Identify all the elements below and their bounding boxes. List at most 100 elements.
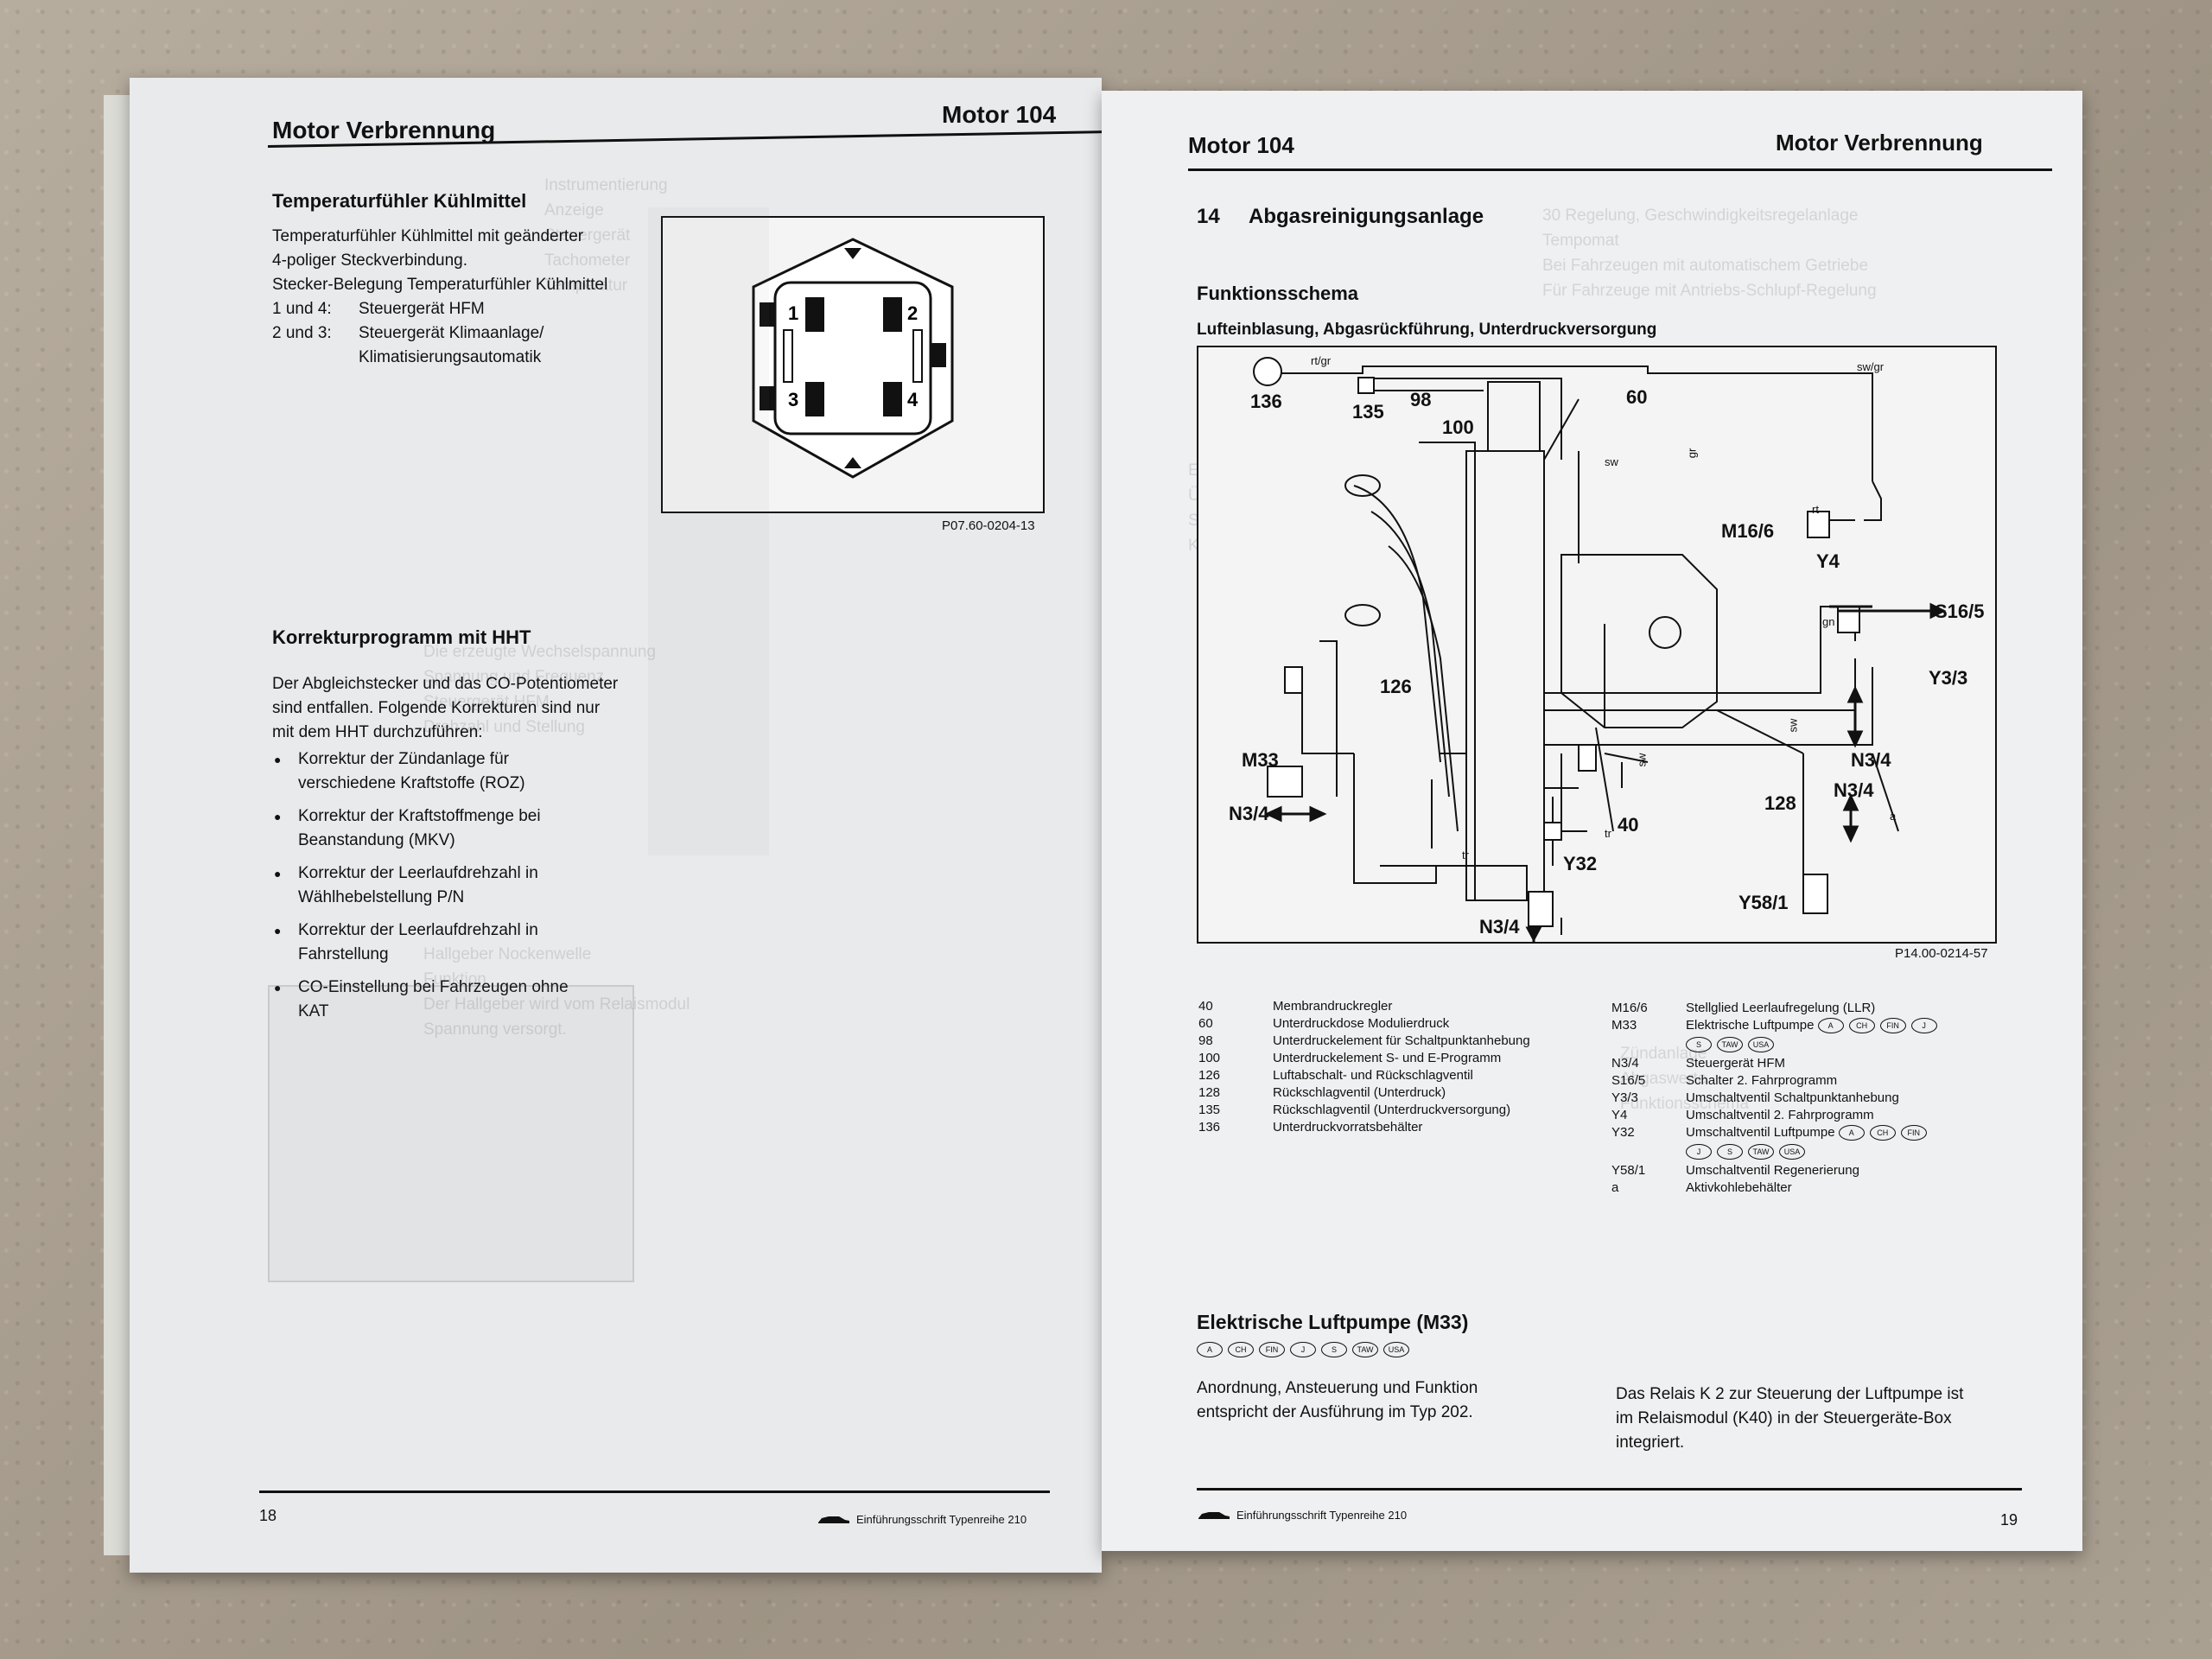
legend-key: a	[1611, 1180, 1619, 1195]
pin-key: 2 und 3:	[272, 324, 332, 342]
diagram-label: gr	[1685, 448, 1699, 459]
country-badge: FIN	[1879, 1018, 1906, 1034]
legend-key: 135	[1198, 1103, 1221, 1117]
diagram-label: Y58/1	[1738, 892, 1789, 913]
diagram-label: N3/4	[1851, 749, 1891, 771]
legend-key: Y32	[1611, 1125, 1635, 1140]
diagram-label: N3/4	[1229, 803, 1269, 824]
diagram-label: sw	[1635, 753, 1649, 767]
diagram-label: 135	[1352, 401, 1384, 423]
diagram-label: 136	[1250, 391, 1282, 412]
legend-key: M16/6	[1611, 1001, 1648, 1015]
diagram-label: N3/4	[1479, 916, 1520, 938]
diagram-label: M33	[1242, 749, 1279, 771]
right-header-title: Motor Verbrennung	[1776, 130, 1983, 156]
country-badge: FIN	[1900, 1125, 1927, 1141]
legend-key: M33	[1611, 1018, 1637, 1033]
legend-value: Stellglied Leerlaufregelung (LLR)	[1686, 1001, 1876, 1015]
left-page: Motor Verbrennung Motor 104 Instrumentie…	[130, 78, 1184, 1573]
legend-row: M16/6 Stellglied Leerlaufregelung (LLR)	[1611, 1000, 2009, 1017]
legend-row: a Aktivkohlebehälter	[1611, 1179, 2009, 1197]
pin-label-3: 3	[788, 389, 798, 410]
car-icon	[818, 1516, 849, 1523]
pin-key	[272, 346, 359, 370]
right-header-rule	[1188, 168, 2052, 171]
section2-intro: Der Abgleichstecker und das CO-Potentiom…	[272, 672, 644, 745]
legend-key: N3/4	[1611, 1056, 1639, 1071]
country-badge: J	[1290, 1342, 1316, 1357]
correction-list: Korrektur der Zündanlage fürverschiedene…	[272, 747, 618, 1033]
country-badge: J	[1686, 1144, 1712, 1160]
legend-key: Y4	[1611, 1108, 1628, 1122]
diagram-label: 126	[1380, 676, 1412, 697]
right-page-number: 19	[2000, 1511, 2018, 1529]
legend-key: 98	[1198, 1033, 1213, 1048]
legend-value: Aktivkohlebehälter	[1686, 1180, 1792, 1195]
text-line: Anordnung, Ansteuerung und Funktion	[1197, 1379, 1478, 1397]
list-item: Korrektur der Leerlaufdrehzahl inFahrste…	[272, 918, 618, 967]
diagram-label: 100	[1442, 416, 1474, 438]
country-badge: S	[1321, 1342, 1347, 1357]
country-badge: CH	[1869, 1125, 1896, 1141]
connector-figure-code: P07.60-0204-13	[942, 518, 1035, 533]
section-title-temperature-sensor: Temperaturfühler Kühlmittel	[272, 190, 527, 212]
diagram-label: 98	[1410, 389, 1432, 410]
text-line: Korrektur der Leerlaufdrehzahl in	[298, 864, 538, 882]
diagram-label: sw	[1786, 718, 1800, 733]
left-header-engine: Motor 104	[942, 101, 1057, 128]
legend-key: 100	[1198, 1051, 1221, 1065]
text-line: Stecker-Belegung Temperaturfühler Kühlmi…	[272, 276, 608, 294]
air-pump-text-right: Das Relais K 2 zur Steuerung der Luftpum…	[1616, 1382, 2022, 1455]
list-item: Korrektur der Zündanlage fürverschiedene…	[272, 747, 618, 796]
pin-value: Steuergerät Klimaanlage/	[359, 324, 544, 342]
text-line: im Relaismodul (K40) in der Steuergeräte…	[1616, 1409, 1952, 1427]
connector-figure: 1 2 3 4	[661, 216, 1045, 513]
legend-key: 126	[1198, 1068, 1221, 1083]
legend-value: Unterdruckvorratsbehälter	[1273, 1120, 1423, 1135]
legend-row: 135 Rückschlagventil (Unterdruckversorgun…	[1198, 1102, 1570, 1119]
country-badge: TAW	[1717, 1037, 1743, 1052]
diagram-label: 60	[1626, 386, 1648, 408]
schematic-drawing	[1253, 357, 1947, 942]
legend-value: Rückschlagventil (Unterdruckversorgung)	[1273, 1103, 1511, 1117]
function-diagram: 136 rt/gr 135 98 100 60 sw/gr sw gr M16/…	[1197, 346, 1997, 944]
legend-value: Unterdruckdose Modulierdruck	[1273, 1016, 1450, 1031]
diagram-label: rt	[1812, 503, 1819, 516]
diagram-label: 40	[1618, 814, 1639, 836]
diagram-label: tr	[1462, 849, 1469, 861]
left-header-title: Motor Verbrennung	[272, 117, 496, 143]
legend-key: 128	[1198, 1085, 1221, 1100]
left-page-number: 18	[259, 1507, 277, 1524]
country-badge: TAW	[1352, 1342, 1378, 1357]
text-line: sind entfallen. Folgende Korrekturen sin…	[272, 699, 601, 717]
country-badge: USA	[1779, 1144, 1805, 1160]
diagram-label: M16/6	[1721, 520, 1775, 542]
legend-row: Y4 Umschaltventil 2. Fahrprogramm	[1611, 1107, 2009, 1124]
legend-value: Umschaltventil 2. Fahrprogramm	[1686, 1108, 1874, 1122]
pin-label-2: 2	[907, 302, 918, 324]
text-line: 4-poliger Steckverbindung.	[272, 251, 468, 270]
diagram-label: 128	[1764, 792, 1796, 814]
right-header-engine: Motor 104	[1188, 132, 1294, 158]
diagram-label: Y4	[1816, 550, 1840, 572]
diagram-label: a	[1890, 810, 1897, 823]
diagram-label: gn	[1822, 615, 1835, 628]
section-title-air-pump: Elektrische Luftpumpe (M33)	[1197, 1311, 1469, 1333]
diagram-label: sw/gr	[1857, 360, 1885, 373]
